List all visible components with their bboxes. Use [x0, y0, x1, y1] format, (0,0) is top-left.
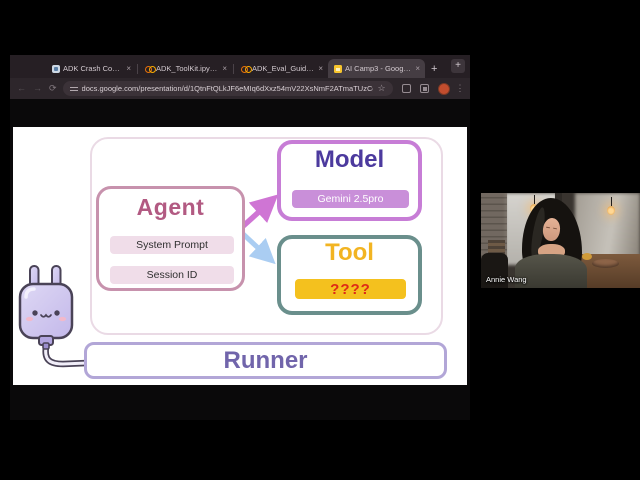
- tab-separator: [137, 64, 138, 74]
- gemini-chip: Gemini 2.5pro: [292, 190, 409, 208]
- site-settings-icon[interactable]: [69, 85, 78, 93]
- share-icon[interactable]: [401, 84, 411, 93]
- back-icon[interactable]: ←: [17, 83, 26, 93]
- tab-adk-crash-course[interactable]: ADK Crash Course - From ... ×: [46, 59, 136, 78]
- tab-google-slides-active[interactable]: AI Camp3 - Google Slides ×: [328, 59, 425, 78]
- colab-favicon: [240, 65, 252, 73]
- slide-canvas: Agent System Prompt Session ID Model Gem…: [13, 127, 467, 385]
- toolbar: ← → ⟳ docs.google.com/presentation/d/1Qt…: [10, 78, 470, 99]
- agent-title: Agent: [136, 194, 205, 220]
- agent-box: Agent System Prompt Session ID: [96, 186, 245, 291]
- model-title: Model: [314, 146, 385, 173]
- cup: [582, 253, 592, 260]
- tab-title: ADK_ToolKit.ipynb - Colab: [156, 64, 219, 73]
- runner-box: Runner: [84, 342, 447, 379]
- tool-placeholder-chip: ????: [295, 279, 406, 299]
- model-box: Model Gemini 2.5pro: [277, 140, 422, 221]
- person-body: [515, 254, 587, 288]
- forward-icon[interactable]: →: [33, 83, 42, 93]
- diagram-graphics: [18, 194, 279, 368]
- tab-strip-plus-button[interactable]: +: [451, 59, 465, 73]
- tool-box: Tool ????: [277, 235, 422, 315]
- arrow-agent-to-tool: [240, 231, 276, 265]
- generic-favicon: [52, 64, 60, 73]
- url-text: docs.google.com/presentation/d/1QtnFtQLk…: [81, 84, 374, 93]
- hanging-light: [607, 197, 615, 215]
- menu-icon[interactable]: ⋮: [455, 83, 465, 93]
- webcam-tile[interactable]: Annie Wang: [481, 193, 640, 288]
- side-panel-icon[interactable]: [419, 84, 429, 93]
- tab-title: ADK Crash Course - From ...: [63, 64, 123, 73]
- shared-browser-window: ADK Crash Course - From ... × ADK_ToolKi…: [10, 55, 470, 420]
- system-prompt-field: System Prompt: [110, 236, 234, 254]
- slides-favicon: [334, 64, 342, 73]
- tab-strip: ADK Crash Course - From ... × ADK_ToolKi…: [10, 55, 470, 78]
- colab-favicon: [144, 65, 156, 73]
- session-id-field: Session ID: [110, 266, 234, 284]
- tool-title: Tool: [325, 239, 374, 266]
- tab-close-icon[interactable]: ×: [222, 63, 227, 73]
- new-tab-button[interactable]: +: [431, 63, 438, 75]
- tab-close-icon[interactable]: ×: [318, 63, 323, 73]
- plug-cable: [42, 343, 91, 368]
- tab-close-icon[interactable]: ×: [126, 63, 131, 73]
- chair-silhouette: [481, 253, 508, 288]
- tab-adk-eval-guide[interactable]: ADK_Eval_Guide.ipynb - C... ×: [235, 59, 328, 78]
- profile-avatar[interactable]: [437, 82, 450, 95]
- bookmark-star-icon[interactable]: ☆: [377, 83, 386, 93]
- tab-adk-toolkit[interactable]: ADK_ToolKit.ipynb - Colab ×: [139, 59, 232, 78]
- runner-title: Runner: [223, 346, 308, 374]
- tab-close-icon[interactable]: ×: [415, 63, 420, 73]
- tab-title: AI Camp3 - Google Slides: [345, 64, 411, 73]
- tab-title: ADK_Eval_Guide.ipynb - C...: [252, 64, 314, 73]
- plate: [592, 259, 619, 268]
- agent-environment-container: [90, 137, 443, 335]
- tab-separator: [233, 64, 234, 74]
- participant-name-label: Annie Wang: [486, 275, 527, 284]
- plug-mascot: [18, 265, 74, 350]
- address-bar[interactable]: docs.google.com/presentation/d/1QtnFtQLk…: [62, 81, 393, 96]
- reload-icon[interactable]: ⟳: [49, 83, 57, 93]
- arrow-agent-to-model: [239, 194, 279, 231]
